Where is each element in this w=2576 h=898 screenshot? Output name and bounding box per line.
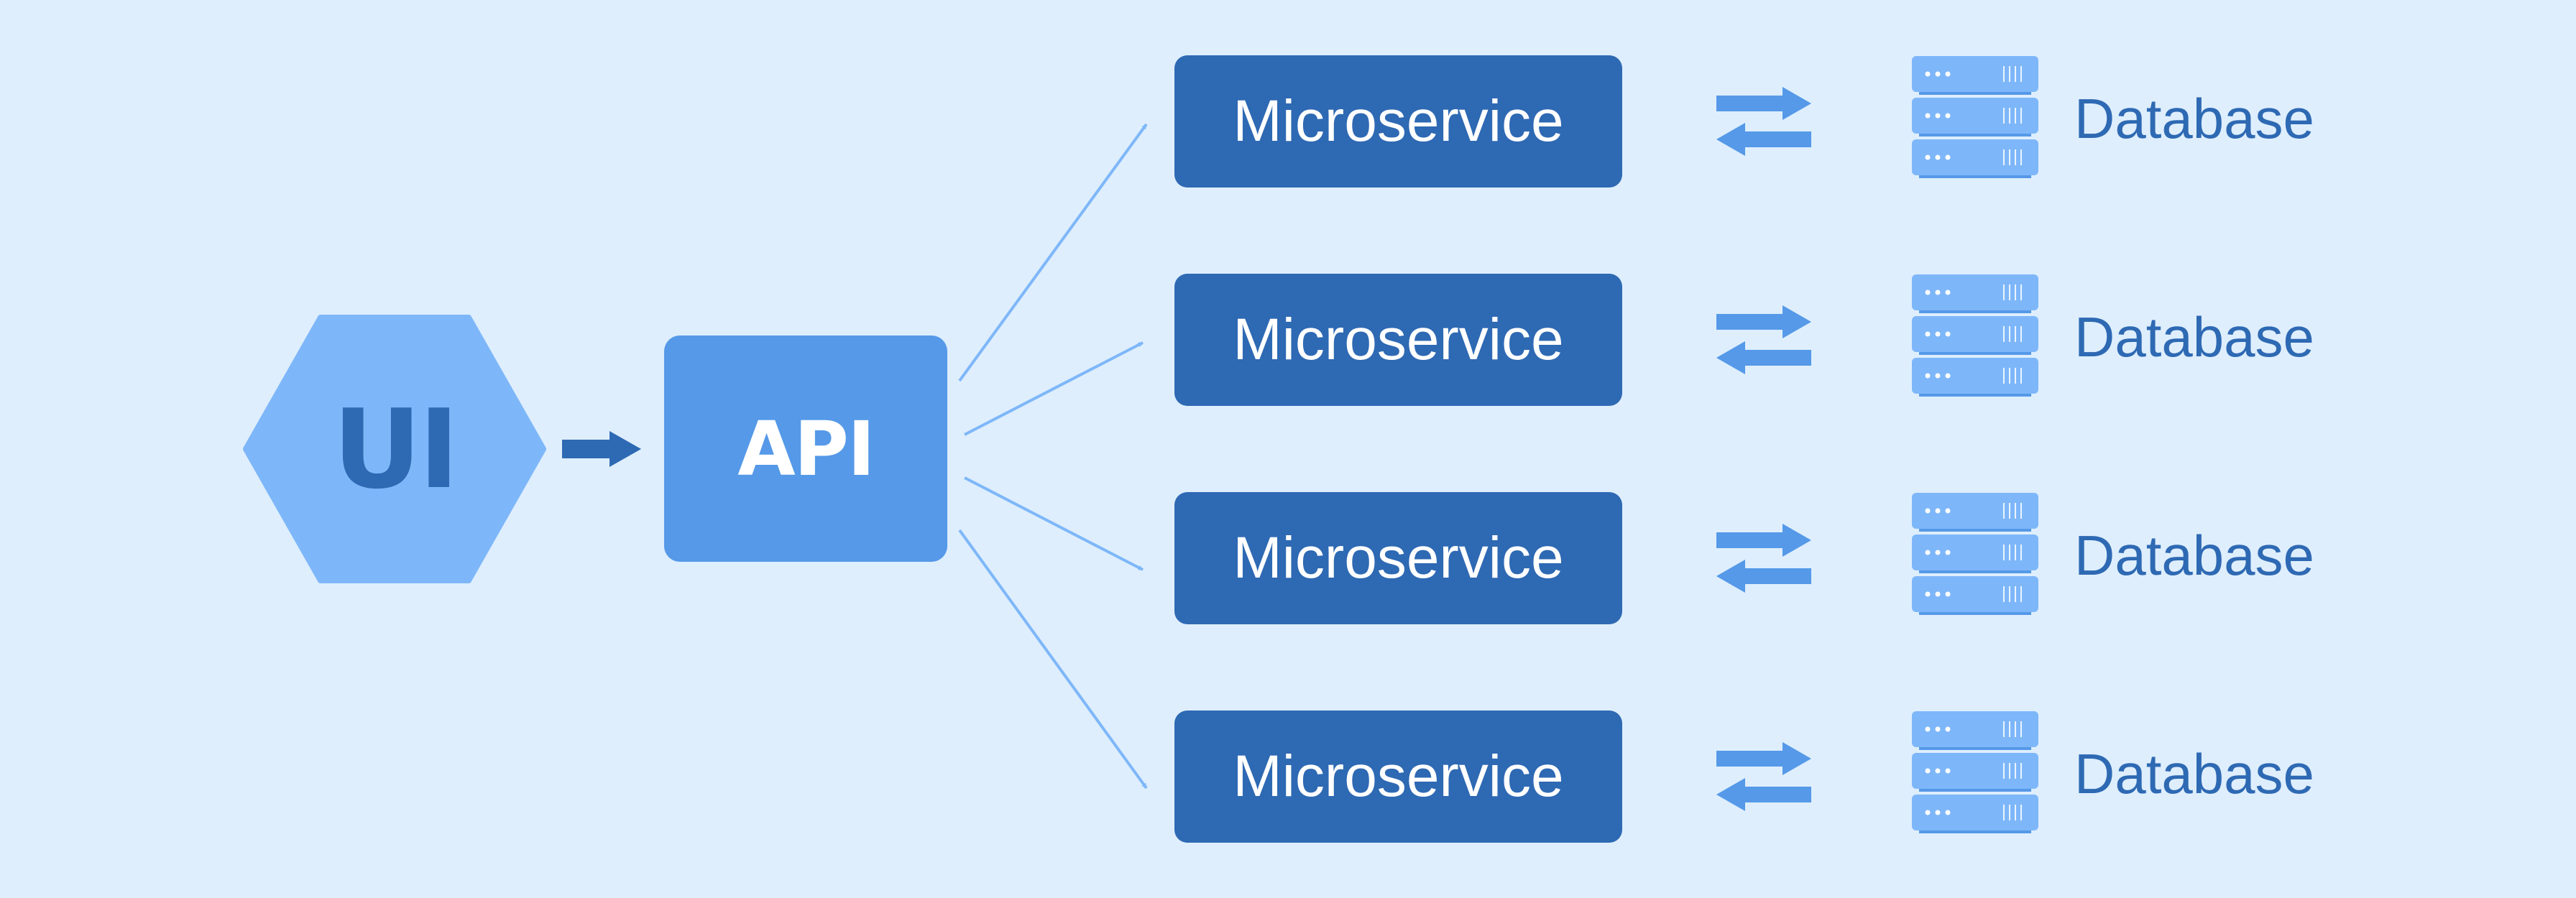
- api-to-service-arrows: [958, 123, 1148, 790]
- database-server-icon: [1912, 711, 2038, 833]
- database-label: Database: [2074, 87, 2314, 150]
- bidirectional-arrows-icon: [1716, 305, 1811, 374]
- microservice-label: Microservice: [1233, 744, 1564, 809]
- microservice-label: Microservice: [1233, 88, 1564, 154]
- microservice-box: Microservice: [1174, 710, 1622, 843]
- arrow-icon: [958, 123, 1148, 382]
- api-node: API: [664, 335, 947, 562]
- microservice-box: Microservice: [1174, 55, 1622, 188]
- database-server-icon: [1912, 274, 2038, 397]
- database-label: Database: [2074, 524, 2314, 587]
- api-label: API: [737, 404, 875, 493]
- arrow-icon: [964, 341, 1144, 436]
- ui-label: UI: [333, 385, 459, 513]
- bidirectional-arrows-icon: [1716, 524, 1811, 593]
- database-server-icon: [1912, 56, 2038, 178]
- database-label: Database: [2074, 742, 2314, 805]
- hexagon-icon: [243, 315, 546, 583]
- arrow-right-icon: [562, 431, 641, 467]
- database-label: Database: [2074, 305, 2314, 369]
- microservice-label: Microservice: [1233, 525, 1564, 591]
- bidirectional-arrows-icon: [1716, 742, 1811, 811]
- bidirectional-arrows-icon: [1716, 87, 1811, 156]
- microservice-box: Microservice: [1174, 274, 1622, 406]
- database-server-icon: [1912, 493, 2038, 615]
- microservice-label: Microservice: [1233, 307, 1564, 372]
- arrow-icon: [964, 476, 1144, 571]
- microservice-box: Microservice: [1174, 492, 1622, 624]
- ui-node: UI: [243, 315, 546, 583]
- arrow-icon: [958, 529, 1148, 790]
